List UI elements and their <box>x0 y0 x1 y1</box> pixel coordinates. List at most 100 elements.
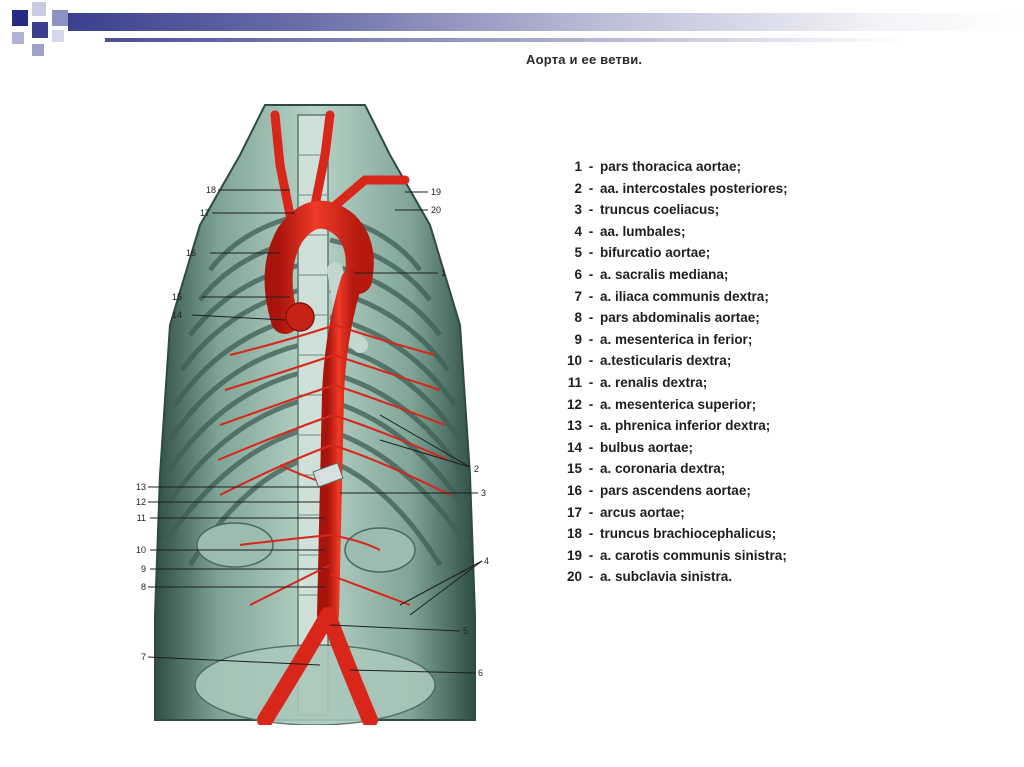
legend-number: 15 <box>566 461 582 477</box>
legend-item: 16-pars ascendens aortae; <box>560 480 788 502</box>
legend-dash: - <box>588 526 594 542</box>
legend-item: 18-truncus brachiocephalicus; <box>560 523 788 545</box>
legend-list: 1-pars thoracica aortae;2-aa. intercosta… <box>560 156 788 588</box>
legend-item: 20-a. subclavia sinistra. <box>560 566 788 588</box>
callout-label: 15 <box>172 292 182 302</box>
legend-text: bifurcatio aortae; <box>600 245 711 261</box>
legend-dash: - <box>588 245 594 261</box>
legend-dash: - <box>588 310 594 326</box>
callout-label: 10 <box>136 545 146 555</box>
legend-number: 20 <box>566 569 582 585</box>
legend-number: 9 <box>574 331 582 347</box>
callout-label: 4 <box>484 556 489 566</box>
callout-label: 7 <box>141 652 146 662</box>
legend-number: 6 <box>574 266 582 282</box>
legend-item: 15-a. coronaria dextra; <box>560 458 788 480</box>
decor-square <box>52 10 68 26</box>
legend-item: 14-bulbus aortae; <box>560 437 788 459</box>
iliac-right <box>257 607 336 725</box>
aorta-illustration: 18 17 16 15 14 13 12 11 10 9 8 7 19 20 1… <box>136 104 489 725</box>
legend-text: a. mesenterica in ferior; <box>600 331 753 347</box>
legend-number: 19 <box>566 547 582 563</box>
callout-label: 13 <box>136 482 146 492</box>
legend-number: 14 <box>566 439 582 455</box>
legend-item: 3-truncus coeliacus; <box>560 199 788 221</box>
legend-dash: - <box>588 418 594 434</box>
legend-number: 8 <box>574 310 582 326</box>
legend-item: 12-a. mesenterica superior; <box>560 394 788 416</box>
legend-item: 13-a. phrenica inferior dextra; <box>560 415 788 437</box>
legend-dash: - <box>588 353 594 369</box>
legend-number: 1 <box>574 159 582 174</box>
legend-number: 7 <box>574 288 582 304</box>
legend-number: 18 <box>566 526 582 542</box>
legend-text: truncus brachiocephalicus; <box>600 526 777 542</box>
legend-text: arcus aortae; <box>600 504 685 520</box>
legend-dash: - <box>588 180 594 196</box>
legend-item: 11-a. renalis dextra; <box>560 372 788 394</box>
legend-dash: - <box>588 439 594 455</box>
kidney-left <box>196 522 274 568</box>
legend-text: aa. intercostales posteriores; <box>600 180 788 196</box>
decor-square <box>32 2 46 16</box>
callout-label: 12 <box>136 497 146 507</box>
legend-text: a. iliaca communis dextra; <box>600 288 769 304</box>
legend-number: 10 <box>566 353 582 369</box>
callout-lines-left <box>147 189 325 666</box>
callout-label: 16 <box>186 248 196 258</box>
legend-number: 4 <box>574 223 582 239</box>
legend-number: 16 <box>566 482 582 498</box>
legend-item: 6-a. sacralis mediana; <box>560 264 788 286</box>
truncus-coeliacus <box>312 462 344 488</box>
legend-item: 2-aa. intercostales posteriores; <box>560 178 788 200</box>
legend-text: aa. lumbales; <box>600 223 686 239</box>
callout-label: 9 <box>141 564 146 574</box>
legend-dash: - <box>588 482 594 498</box>
legend-number: 3 <box>574 202 582 218</box>
bulbus-aortae <box>285 302 315 332</box>
decor-square <box>52 30 64 42</box>
callout-label: 8 <box>141 582 146 592</box>
legend-item: 17-arcus aortae; <box>560 502 788 524</box>
legend-item: 5-bifurcatio aortae; <box>560 242 788 264</box>
callout-label: 5 <box>463 626 468 636</box>
callout-label: 1 <box>441 268 446 278</box>
callout-label: 11 <box>137 513 146 523</box>
legend-number: 5 <box>574 245 582 261</box>
legend-item: 7-a. iliaca communis dextra; <box>560 286 788 308</box>
legend-dash: - <box>588 266 594 282</box>
legend-text: a. mesenterica superior; <box>600 396 757 412</box>
legend-number: 2 <box>574 180 582 196</box>
legend-number: 12 <box>566 396 582 412</box>
header-rule <box>105 38 905 42</box>
legend-item: 10-a.testicularis dextra; <box>560 350 788 372</box>
callout-label: 20 <box>431 205 441 215</box>
legend-text: bulbus aortae; <box>600 439 694 455</box>
callout-label: 19 <box>431 187 441 197</box>
legend-dash: - <box>588 547 594 563</box>
callout-label: 17 <box>200 208 210 218</box>
legend-text: a. sacralis mediana; <box>600 266 729 282</box>
legend-number: 11 <box>567 374 582 390</box>
legend-number: 17 <box>566 504 582 520</box>
legend-text: pars thoracica aortae; <box>600 159 742 174</box>
decor-square <box>32 22 48 38</box>
decor-square <box>32 44 44 56</box>
callout-lines-right <box>329 191 483 674</box>
callout-label: 3 <box>481 488 486 498</box>
legend-text: a.testicularis dextra; <box>600 353 732 369</box>
slide-header-decoration <box>0 0 1024 60</box>
callout-label: 2 <box>474 464 479 474</box>
legend-text: a. carotis communis sinistra; <box>600 547 787 563</box>
legend-dash: - <box>588 461 594 477</box>
legend-dash: - <box>588 202 594 218</box>
legend-item: 4-aa. lumbales; <box>560 221 788 243</box>
legend-dash: - <box>588 288 594 304</box>
callout-label: 18 <box>206 185 216 195</box>
figure-title: Аорта и ее ветви. <box>526 52 643 67</box>
decor-square <box>12 10 28 26</box>
callout-label: 14 <box>172 310 182 320</box>
legend-dash: - <box>588 504 594 520</box>
legend-dash: - <box>588 159 594 174</box>
arch-branches <box>270 110 410 220</box>
